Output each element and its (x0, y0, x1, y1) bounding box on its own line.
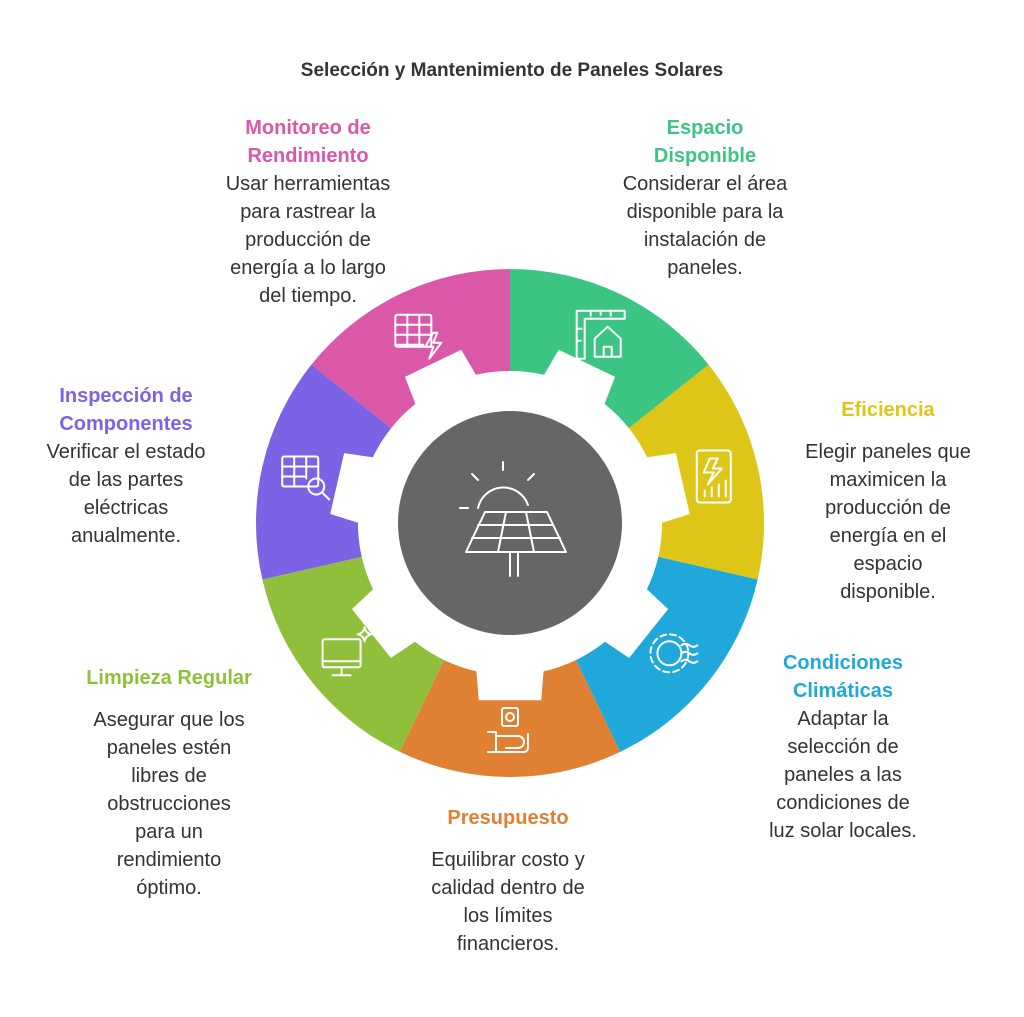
segment-limpieza (262, 556, 445, 752)
segment-description: Asegurar que los paneles estén libres de ob… (49, 706, 289, 902)
segment-description-line: luz solar locales. (769, 820, 917, 842)
segment-title-line: Inspección de (59, 385, 193, 407)
segment-description-line: Equilibrar costo y (431, 849, 585, 871)
segment-title-line: Limpieza Regular (86, 667, 252, 689)
table-bolt-icon (394, 313, 443, 360)
segment-description-line: Asegurar que los (93, 709, 245, 731)
money-hand-icon (487, 707, 529, 753)
segment-description-line: paneles a las (784, 764, 902, 786)
segment-description-line: Considerar el área (622, 173, 788, 195)
segment-description-line: disponible. (840, 581, 936, 603)
segment-description-line: para un (135, 821, 203, 843)
segment-title-line: Eficiencia (841, 399, 935, 421)
segment-description-line: libres de (131, 765, 207, 787)
center-circle (398, 411, 622, 635)
segment-description: Elegir paneles que maximicen la producción… (768, 438, 1008, 606)
segment-description-line: paneles. (667, 257, 743, 279)
segment-description: Usar herramientas para rastrear la producc… (188, 170, 428, 310)
segment-description-line: óptimo. (136, 877, 202, 899)
segment-description-line: financieros. (456, 933, 560, 955)
segment-presupuesto (399, 659, 621, 777)
segment-description-line: selección de (787, 736, 899, 758)
diagram-title: Selección y Mantenimiento de Paneles Sol… (300, 60, 724, 81)
segment-description-line: paneles estén (106, 737, 232, 759)
segment-description-line: Verificar el estado (46, 441, 206, 463)
segment-description-line: Elegir paneles que (805, 441, 971, 463)
table-search-icon (281, 455, 331, 501)
segment-description-line: rendimiento (116, 849, 222, 871)
segment-condiciones (575, 556, 758, 752)
energy-chart-icon (695, 449, 732, 504)
notch-espacio (543, 349, 616, 406)
segment-description-line: instalación de (643, 229, 767, 251)
segment-description: Equilibrar costo y calidad dentro de los l… (388, 846, 628, 958)
segment-description-line: producción de (245, 229, 371, 251)
segment-title: Eficiencia (768, 396, 1008, 424)
segment-espacio (510, 269, 709, 429)
monitor-sparkle-icon (321, 626, 373, 677)
segment-title: Monitoreo de Rendimiento (188, 114, 428, 170)
segment-description-line: los límites (463, 905, 553, 927)
segment-description-line: energía a lo largo (230, 257, 386, 279)
segment-title-line: Espacio (666, 117, 744, 139)
segment-title-line: Componentes (59, 413, 193, 435)
segment-title-line: Climáticas (792, 680, 894, 702)
segment-description: Verificar el estado de las partes eléctric… (6, 438, 246, 550)
segment-title: Inspección de Componentes (6, 382, 246, 438)
segment-title-line: Presupuesto (447, 807, 569, 829)
solar-panel-sun-icon (459, 461, 567, 577)
segment-description-line: maximicen la (829, 469, 947, 491)
segment-description: Adaptar la selección de paneles a las condi… (723, 705, 963, 845)
segment-description-line: calidad dentro de (431, 877, 585, 899)
segment-title-line: Monitoreo de (245, 117, 371, 139)
segment-description-line: espacio (853, 553, 923, 575)
segment-title-line: Condiciones (782, 652, 903, 674)
weather-gear-icon (649, 633, 699, 674)
segment-description-line: eléctricas (83, 497, 169, 519)
notch-limpieza (351, 587, 417, 658)
segment-description-line: Usar herramientas (225, 173, 391, 195)
segment-title: Limpieza Regular (49, 664, 289, 692)
segment-description-line: para rastrear la (240, 201, 376, 223)
segment-description-line: de las partes (68, 469, 184, 491)
segment-title-line: Rendimiento (247, 145, 369, 167)
segment-description-line: producción de (825, 497, 951, 519)
segment-description: Considerar el área disponible para la inst… (585, 170, 825, 282)
segment-description-line: energía en el (829, 525, 947, 547)
notch-condiciones (603, 587, 669, 658)
segment-title: Presupuesto (388, 804, 628, 832)
segment-description-line: condiciones de (776, 792, 910, 814)
segment-title-line: Disponible (653, 145, 757, 167)
ruler-house-icon (575, 309, 626, 360)
notch-presupuesto (476, 669, 544, 701)
segment-monitoreo (311, 269, 510, 429)
segment-inspeccion (256, 364, 392, 580)
segment-description-line: anualmente. (70, 525, 182, 547)
segment-description-line: obstrucciones (107, 793, 231, 815)
segment-description-line: del tiempo. (259, 285, 357, 307)
segment-description-line: disponible para la (626, 201, 784, 223)
segment-description-line: Adaptar la (797, 708, 889, 730)
notch-monitoreo (404, 349, 477, 406)
